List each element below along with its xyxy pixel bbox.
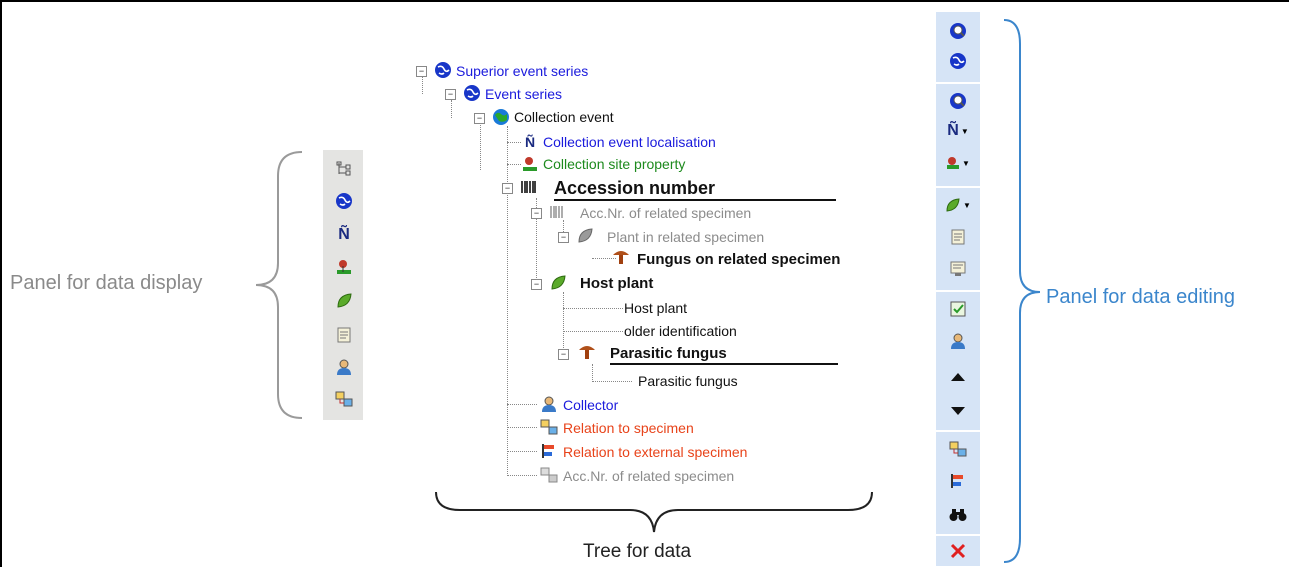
earth-globe-icon (492, 108, 510, 126)
mushroom-icon (578, 343, 596, 361)
node-host-plant[interactable]: Host plant (580, 275, 654, 292)
site-property-icon[interactable] (329, 254, 359, 280)
relation-gray-icon (540, 466, 558, 484)
node-host-plant-child[interactable]: Host plant (624, 300, 688, 316)
form-edit-icon[interactable] (943, 256, 973, 282)
barcode-gray-icon (549, 203, 567, 221)
north-arrow-dropdown-icon[interactable]: Ñ▼ (947, 122, 969, 139)
collapse-toggle[interactable]: − (558, 232, 569, 243)
node-relation-to-specimen[interactable]: Relation to specimen (563, 420, 694, 436)
delete-icon[interactable] (943, 538, 973, 564)
node-collector[interactable]: Collector (563, 397, 619, 413)
move-down-icon[interactable] (943, 398, 973, 424)
edit-panel-brace (1003, 19, 1041, 563)
leaf-gray-icon (576, 227, 594, 245)
display-panel-label: Panel for data display (10, 272, 203, 294)
checklist-icon[interactable] (943, 296, 973, 322)
search-globe-icon[interactable] (943, 18, 973, 44)
node-accession-number[interactable]: Accession number (554, 178, 716, 198)
collector-icon (540, 395, 558, 413)
event-series-globe-icon (434, 61, 452, 79)
collapse-toggle[interactable]: − (445, 89, 456, 100)
tree-icon[interactable] (329, 156, 359, 182)
leaf-dropdown-icon[interactable]: ▼ (943, 192, 973, 218)
binoculars-icon[interactable] (943, 502, 973, 528)
mushroom-icon (612, 248, 630, 266)
site-property-icon (521, 155, 539, 173)
node-collection-event-localisation[interactable]: Collection event localisation (543, 134, 716, 150)
node-parasitic-fungus-child[interactable]: Parasitic fungus (638, 373, 738, 389)
leaf-icon[interactable] (329, 288, 359, 314)
move-up-icon[interactable] (943, 364, 973, 390)
site-property-dropdown-icon[interactable]: ▼ (943, 150, 973, 176)
edit-panel-label: Panel for data editing (1046, 286, 1236, 308)
north-arrow-icon[interactable]: Ñ (338, 226, 350, 243)
relation-icon (540, 418, 558, 436)
relation-icon[interactable] (943, 436, 973, 462)
collapse-toggle[interactable]: − (531, 279, 542, 290)
collector-icon[interactable] (943, 328, 973, 354)
display-panel-brace (255, 151, 303, 419)
parasitic-underline (610, 363, 838, 365)
collector-icon[interactable] (329, 354, 359, 380)
node-plant-in-related[interactable]: Plant in related specimen (607, 229, 765, 245)
node-parasitic-fungus[interactable]: Parasitic fungus (610, 345, 727, 362)
collapse-toggle[interactable]: − (416, 66, 427, 77)
globe-icon[interactable] (329, 188, 359, 214)
node-older-identification[interactable]: older identification (624, 323, 737, 339)
collapse-toggle[interactable]: − (502, 183, 513, 194)
data-tree: − Superior event series − Event series −… (416, 61, 841, 484)
event-series-globe-icon (463, 84, 481, 102)
node-superior-event-series[interactable]: Superior event series (456, 63, 589, 79)
node-relation-to-external[interactable]: Relation to external specimen (563, 444, 748, 460)
node-acc-related-specimen-2[interactable]: Acc.Nr. of related specimen (563, 468, 735, 484)
search-globe-icon[interactable] (943, 88, 973, 114)
north-arrow-icon: Ñ (524, 134, 536, 150)
barcode-icon (520, 178, 538, 196)
leaf-icon (549, 274, 567, 292)
form-icon[interactable] (329, 322, 359, 348)
node-collection-site-property[interactable]: Collection site property (543, 156, 686, 172)
node-acc-related-specimen[interactable]: Acc.Nr. of related specimen (580, 205, 752, 221)
display-panel: Ñ (323, 150, 363, 420)
collapse-toggle[interactable]: − (531, 208, 542, 219)
node-fungus-on-related[interactable]: Fungus on related specimen (637, 251, 841, 268)
external-relation-icon (540, 442, 558, 460)
globe-icon[interactable] (943, 48, 973, 74)
node-event-series[interactable]: Event series (485, 86, 563, 102)
tree-label: Tree for data (583, 541, 692, 562)
form-icon[interactable] (943, 224, 973, 250)
relation-icon[interactable] (329, 386, 359, 412)
node-collection-event[interactable]: Collection event (514, 109, 614, 125)
external-relation-icon[interactable] (943, 468, 973, 494)
edit-panel: Ñ▼ ▼ ▼ (936, 12, 980, 566)
collapse-toggle[interactable]: − (474, 113, 485, 124)
tree-brace (435, 491, 873, 533)
collapse-toggle[interactable]: − (558, 349, 569, 360)
accession-underline (554, 199, 836, 201)
